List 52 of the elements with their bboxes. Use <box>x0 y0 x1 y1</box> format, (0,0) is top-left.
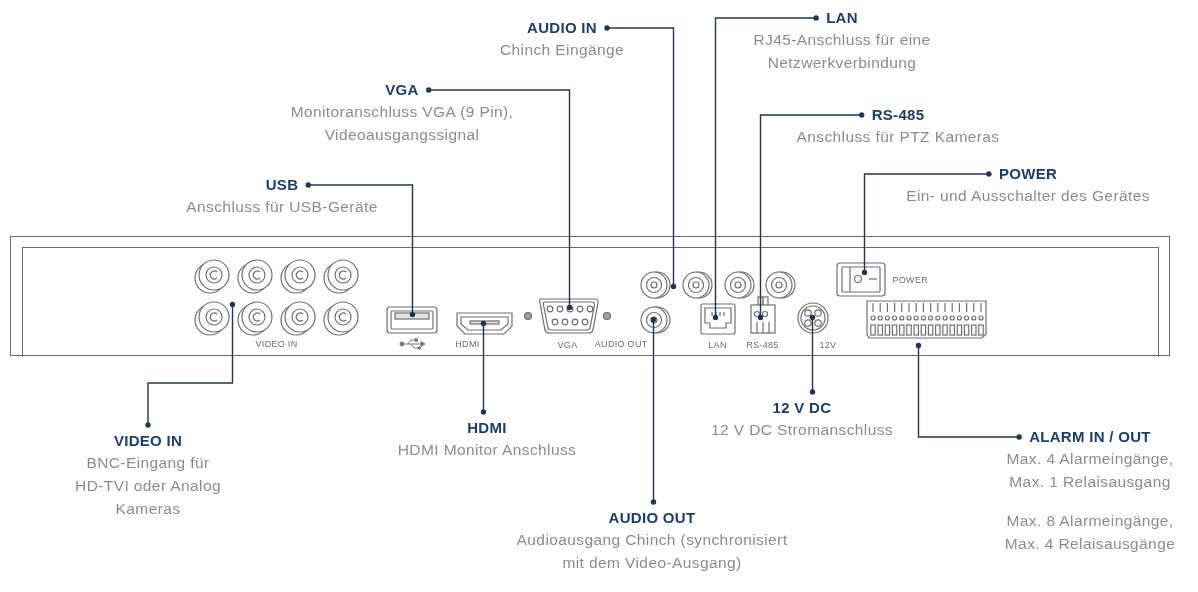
callout-title: HDMI <box>467 418 507 438</box>
callout-title: AUDIO IN <box>527 18 597 38</box>
port-label: AUDIO OUT <box>594 338 648 349</box>
vga-port <box>523 297 611 334</box>
power-switch <box>835 261 886 297</box>
callout-title: AUDIO OUT <box>608 508 696 528</box>
port-label: HDMI <box>455 338 480 349</box>
callout-title: VGA <box>385 80 419 100</box>
callout-description: Max. 8 Alarmeingänge, Max. 4 Relaisausgänge <box>1004 511 1176 554</box>
callout-description: Max. 4 Alarmeingänge, Max. 1 Relaisausgang <box>1006 449 1174 492</box>
callout-title: 12 V DC <box>772 398 832 418</box>
callout-title: ALARM IN / OUT <box>1029 427 1151 447</box>
callout-description: HDMI Monitor Anschluss <box>397 440 577 460</box>
leader-line <box>426 87 573 311</box>
alarm-terminal-block <box>865 299 987 339</box>
usb-port <box>385 305 438 334</box>
leader-line <box>809 314 816 395</box>
callout-title: RS-485 <box>871 105 925 125</box>
leader-line <box>861 171 992 276</box>
terminal-connector <box>749 295 776 334</box>
callout-description: Anschluss für PTZ Kameras <box>796 127 1000 147</box>
leader-line <box>480 320 487 415</box>
callout-description: BNC-Eingang für HD-TVI oder Analog Kameras <box>74 453 222 519</box>
rca-jack <box>639 305 671 334</box>
leader-line <box>145 301 236 428</box>
callout-description: Chinch Eingänge <box>499 40 625 60</box>
callout-description: Anschluss für USB-Geräte <box>185 197 379 217</box>
leader-line <box>604 25 677 290</box>
leader-line <box>915 342 1022 440</box>
leader-line <box>712 15 819 321</box>
port-label: RS-485 <box>746 339 779 350</box>
callout-title: LAN <box>826 8 858 28</box>
port-label: POWER <box>892 274 928 285</box>
port-label: VGA <box>557 339 578 350</box>
device-rear-panel <box>10 236 1170 356</box>
hdmi-port <box>455 311 513 335</box>
port-label: 12V <box>819 339 837 350</box>
callout-description: Audioausgang Chinch (synchronisiert mit dem Video-Ausgang) <box>516 530 788 573</box>
callout-title: VIDEO IN <box>113 431 183 451</box>
leader-line <box>305 182 416 318</box>
leader-line <box>757 112 865 321</box>
callout-description: 12 V DC Stromanschluss <box>710 420 894 440</box>
dc-power-socket <box>796 301 829 334</box>
leader-line <box>650 316 657 505</box>
port-label: VIDEO IN <box>255 338 298 349</box>
callout-title: USB <box>265 175 299 195</box>
callout-description: Monitoranschluss VGA (9 Pin), Videoausgangssignal <box>290 102 514 145</box>
callout-description: Ein- und Ausschalter des Gerätes <box>905 186 1151 206</box>
callout-description: RJ45-Anschluss für eine Netzwerkverbindung <box>752 30 932 73</box>
callout-title: POWER <box>998 164 1058 184</box>
port-label: LAN <box>708 339 727 350</box>
rj45-port <box>699 302 736 335</box>
